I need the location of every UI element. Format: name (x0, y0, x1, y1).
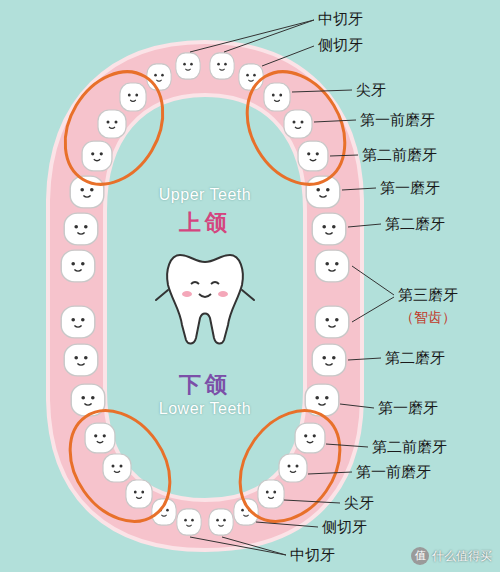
leader-line (348, 224, 381, 227)
tooth (147, 64, 171, 90)
tooth (85, 423, 115, 453)
tooth (103, 454, 131, 482)
tooth (176, 53, 200, 79)
watermark-icon (411, 547, 429, 565)
leader-line (308, 472, 352, 474)
tooth (82, 141, 112, 171)
tooth (312, 213, 346, 245)
mascot-cheek (218, 291, 228, 297)
tooth-label: 第二磨牙 (385, 349, 445, 367)
tooth (264, 83, 290, 111)
tooth-label: 第三磨牙 (398, 286, 458, 304)
tooth (295, 423, 325, 453)
tooth (258, 480, 284, 508)
mascot-eyes (191, 282, 219, 284)
leader-line (262, 46, 314, 66)
tooth (177, 509, 201, 535)
leader-line (314, 120, 356, 122)
tooth-label: 第二磨牙 (385, 215, 445, 233)
tooth-mascot (156, 255, 254, 344)
tooth-label: 中切牙 (318, 10, 363, 28)
tooth (210, 53, 234, 79)
jaw-label: 上颌 (179, 210, 231, 236)
tooth (298, 141, 328, 171)
tooth (284, 110, 312, 138)
mascot-smile (199, 294, 211, 297)
teeth (61, 53, 349, 535)
leader-line (190, 537, 286, 555)
leader-line (292, 90, 352, 92)
leader-line (348, 358, 381, 360)
tooth-label: 中切牙 (290, 546, 335, 564)
tooth (126, 480, 152, 508)
leader-line (340, 404, 374, 408)
jaw-label: Lower Teeth (159, 400, 251, 418)
tooth-label: 侧切牙 (318, 36, 363, 54)
tooth (312, 344, 346, 376)
tooth (315, 250, 349, 282)
jaw-label: Upper Teeth (159, 186, 251, 204)
watermark: 什么值得买 (432, 548, 492, 564)
tooth-label: 第二前磨牙 (362, 146, 437, 164)
leader-line (284, 500, 340, 503)
jaw-label: 下颌 (179, 372, 231, 398)
tooth (315, 306, 349, 338)
tooth (120, 83, 146, 111)
tooth-label: 第二前磨牙 (372, 438, 447, 456)
mascot-body (167, 255, 243, 344)
tooth (64, 213, 98, 245)
leader-line (342, 188, 376, 190)
leader-line (190, 20, 314, 52)
tooth (239, 64, 263, 90)
tooth-label: 第一前磨牙 (360, 111, 435, 129)
tooth (209, 509, 233, 535)
tooth-label: 第一磨牙 (380, 179, 440, 197)
highlight-circle (227, 54, 364, 202)
highlight-circles (45, 54, 364, 540)
tooth (61, 306, 95, 338)
leader-line (352, 266, 394, 322)
tooth-label: 第一磨牙 (378, 399, 438, 417)
leader-line (326, 444, 368, 447)
tooth-label: 侧切牙 (322, 518, 367, 536)
tooth (98, 110, 126, 138)
tooth-label: 尖牙 (344, 494, 374, 512)
mascot-cheek (182, 291, 192, 297)
tooth-label: 第一前磨牙 (356, 463, 431, 481)
tooth (64, 344, 98, 376)
tooth (279, 454, 307, 482)
leader-line (330, 155, 358, 156)
tooth (61, 250, 95, 282)
gum-arch (48, 42, 362, 550)
highlight-circle (45, 54, 182, 202)
tooth-label: 尖牙 (356, 81, 386, 99)
watermark-icon-text: 值 (415, 550, 426, 562)
leader-line (256, 522, 318, 527)
tooth-note: （智齿） (400, 308, 456, 326)
